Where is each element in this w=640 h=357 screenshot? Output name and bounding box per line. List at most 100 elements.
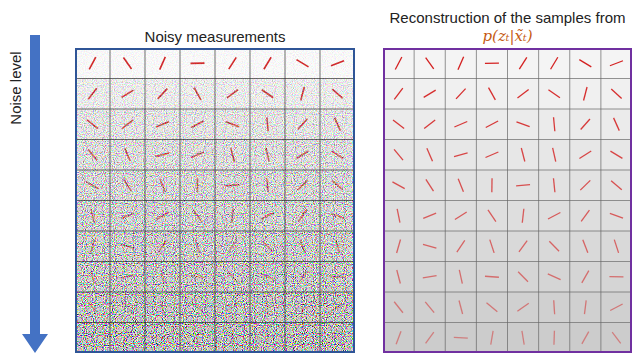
line-sample	[519, 57, 526, 69]
line-sample	[517, 90, 528, 98]
heading: Reconstruction of the samples from	[390, 8, 626, 27]
line-sample	[459, 300, 463, 314]
line-sample	[610, 304, 622, 310]
line-sample	[485, 276, 499, 277]
line-sample	[614, 118, 620, 131]
line-sample	[397, 240, 401, 253]
heading: Noisy measurements	[145, 27, 286, 46]
line-sample	[491, 331, 493, 345]
grid-line	[383, 139, 632, 140]
axis-label: Noise level	[7, 51, 24, 124]
line-sample	[548, 213, 560, 219]
line-sample	[584, 87, 587, 101]
line-sample	[486, 152, 499, 158]
line-sample	[611, 89, 621, 98]
line-sample	[611, 181, 622, 190]
line-sample	[610, 213, 623, 218]
line-sample	[487, 303, 498, 312]
line-sample	[394, 149, 403, 160]
line-sample	[392, 182, 404, 189]
line-sample	[456, 89, 466, 99]
grid-line	[75, 78, 355, 79]
line-sample	[553, 178, 554, 192]
line-sample	[455, 212, 467, 220]
line-sample	[488, 210, 496, 222]
line-sample	[458, 179, 463, 192]
line-sample	[489, 88, 496, 100]
line-sample	[424, 90, 436, 97]
line-sample	[610, 61, 623, 66]
line-sample	[394, 88, 402, 99]
line-sample	[584, 300, 586, 314]
line-sample	[486, 121, 498, 128]
grid-line	[75, 109, 355, 110]
reconstruction-grid	[383, 48, 632, 353]
formula: p(zₜ|x̃ₜ)	[390, 27, 626, 46]
line-sample	[397, 209, 400, 223]
line-sample	[582, 271, 589, 283]
line-sample	[516, 122, 529, 127]
line-sample	[423, 244, 436, 248]
line-sample	[579, 151, 591, 159]
line-sample	[457, 240, 465, 252]
line-sample	[614, 240, 618, 253]
line-sample	[485, 63, 499, 64]
line-sample	[427, 148, 433, 161]
line-sample	[454, 153, 468, 157]
line-sample	[583, 240, 588, 253]
grid-line	[383, 78, 632, 79]
reconstruction-panel: Reconstruction of the samples fromp(zₜ|x…	[383, 48, 632, 353]
line-sample	[394, 302, 403, 313]
grid-line	[383, 261, 632, 262]
grid-line	[383, 170, 632, 171]
grid-line	[383, 109, 632, 110]
line-sample	[579, 60, 591, 67]
line-sample	[548, 90, 560, 98]
line-sample	[426, 332, 434, 343]
line-sample	[393, 120, 404, 129]
line-sample	[518, 272, 528, 282]
line-sample	[397, 270, 401, 284]
line-sample	[549, 241, 559, 251]
grid-line	[75, 292, 355, 293]
noise-arrow	[22, 35, 48, 353]
line-sample	[423, 213, 436, 218]
line-sample	[548, 274, 561, 280]
noisy-grid	[75, 48, 355, 353]
grid-line	[75, 200, 355, 201]
grid-line	[383, 200, 632, 201]
line-sample	[522, 331, 524, 345]
noisy-panel: Noisy measurements	[75, 48, 355, 353]
line-sample	[519, 241, 527, 252]
panel-heading: Noisy measurements	[145, 27, 286, 46]
grid-line	[75, 170, 355, 171]
line-sample	[581, 210, 589, 221]
line-sample	[424, 120, 435, 129]
line-sample	[516, 185, 530, 186]
line-sample	[454, 121, 467, 127]
line-sample	[612, 332, 621, 343]
line-sample	[551, 57, 558, 69]
grid-line	[383, 292, 632, 293]
line-sample	[553, 300, 555, 314]
line-sample	[521, 148, 525, 162]
grid-line	[383, 231, 632, 232]
line-sample	[426, 179, 434, 191]
line-sample	[459, 270, 462, 284]
line-sample	[426, 58, 434, 69]
line-sample	[517, 303, 528, 311]
grid-line	[75, 231, 355, 232]
line-sample	[423, 276, 437, 278]
line-sample	[553, 148, 556, 162]
line-sample	[553, 331, 555, 345]
line-sample	[490, 240, 494, 253]
grid-line	[383, 322, 632, 323]
line-sample	[580, 180, 590, 190]
line-sample	[425, 302, 434, 313]
line-sample	[609, 276, 623, 278]
line-sample	[454, 337, 468, 339]
grid-line	[75, 139, 355, 140]
grid-line	[75, 261, 355, 262]
line-sample	[395, 57, 402, 69]
line-sample	[522, 209, 524, 223]
